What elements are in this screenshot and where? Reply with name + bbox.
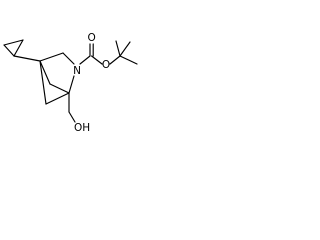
bond (115, 40, 121, 57)
chemical-structure-diagram: N O O OH (3, 32, 138, 134)
hydroxymethyl-group (68, 92, 76, 123)
ester-oxygen-label: O (102, 59, 110, 71)
bond (62, 52, 75, 65)
bond (45, 92, 70, 105)
bond (49, 83, 70, 94)
bond (39, 52, 64, 62)
nitrogen-atom-label: N (73, 65, 81, 77)
bond (119, 41, 131, 57)
bond (39, 60, 47, 105)
bond (3, 44, 15, 57)
boc-group (79, 40, 138, 65)
bond (91, 55, 103, 65)
bond (3, 39, 24, 46)
bond (39, 60, 51, 85)
bond (68, 75, 75, 94)
bicyclic-core (39, 52, 75, 105)
bond (13, 55, 41, 62)
bond (119, 55, 138, 65)
bond (79, 55, 91, 65)
bond (68, 111, 76, 123)
bond (13, 39, 24, 57)
cyclopropyl-ring (3, 39, 24, 57)
carbonyl-oxygen-label: O (87, 32, 95, 44)
hydroxyl-label: OH (74, 122, 90, 134)
bond (109, 55, 121, 65)
